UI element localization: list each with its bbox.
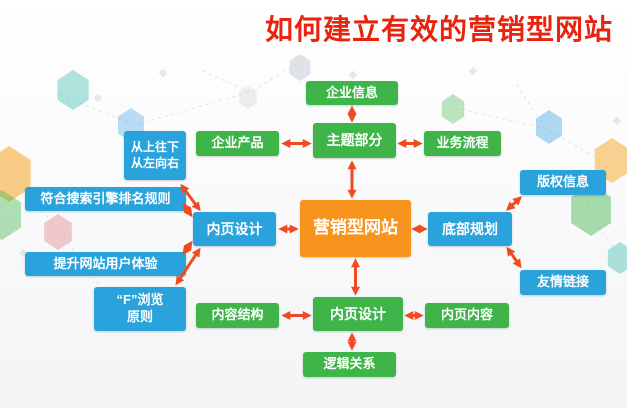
node-top-to-bottom-rule: 从上往下 从左向右 (124, 131, 186, 180)
node-marketing-website: 营销型网站 (300, 200, 411, 257)
node-bottom-planning: 底部规划 (428, 212, 512, 246)
node-content-structure: 内容结构 (196, 303, 279, 328)
decor-hexagon (0, 190, 22, 240)
node-company-info: 企业信息 (306, 81, 398, 105)
decor-hexagon (239, 86, 257, 109)
decor-hexagon (289, 54, 311, 81)
node-inner-page-content: 内页内容 (425, 303, 509, 328)
node-logical-relation: 逻辑关系 (303, 352, 396, 377)
node-f-browsing-principle: “F”浏览 原则 (94, 287, 186, 331)
node-copyright-info: 版权信息 (520, 170, 606, 195)
decor-hexagon (607, 242, 627, 274)
decor-hexagon (536, 110, 562, 144)
node-theme-section: 主题部分 (313, 123, 396, 158)
decor-hexagon (441, 94, 465, 124)
node-company-product: 企业产品 (196, 131, 279, 156)
page-title: 如何建立有效的营销型网站 (264, 14, 613, 45)
node-inner-page-design-left: 内页设计 (193, 212, 276, 246)
node-friendly-links: 友情链接 (520, 270, 606, 295)
node-inner-page-design-bottom: 内页设计 (313, 297, 403, 331)
node-seo-ranking-rules: 符合搜索引擎排名规则 (25, 187, 186, 211)
node-improve-user-experience: 提升网站用户体验 (25, 252, 186, 276)
node-business-process: 业务流程 (424, 131, 501, 156)
